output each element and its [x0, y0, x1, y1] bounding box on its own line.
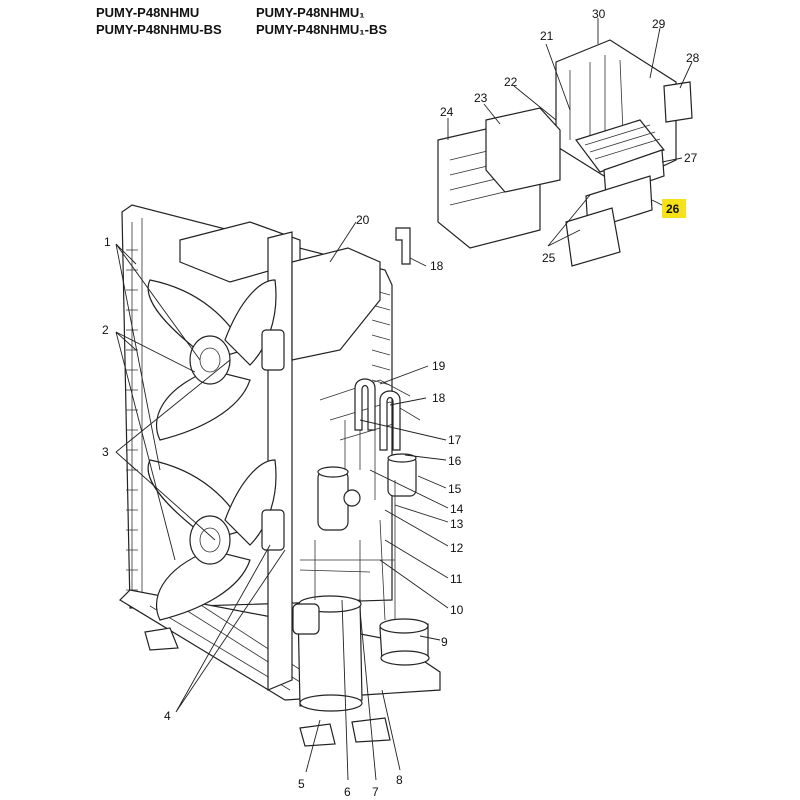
board-case: [485, 107, 561, 193]
coil-tubes-right: [371, 289, 391, 386]
compressor: [292, 595, 363, 712]
compressor-terminal-cover: [292, 603, 320, 635]
coil-tubes: [126, 249, 138, 591]
accumulator: [379, 618, 430, 666]
model-name: PUMY-P48NHMU: [96, 5, 200, 20]
callout-14: 14: [450, 502, 464, 516]
callout-27: 27: [684, 151, 698, 165]
heat-exchanger-fins: [131, 218, 143, 600]
foot-left: [144, 627, 179, 651]
pipe-bend: [354, 378, 376, 431]
callout-3: 3: [102, 445, 109, 459]
propeller-fan-upper: [147, 279, 277, 441]
model-name: PUMY-P48NHMU₁-BS: [256, 22, 388, 37]
oil-separator: [317, 466, 349, 531]
callout-20: 20: [356, 213, 370, 227]
callout-1: 1: [104, 235, 111, 249]
callout-28: 28: [686, 51, 700, 65]
callout-labels: 1 2 3 4 5 6 7 8 9 10 11 12 13 14 15 16 1…: [102, 7, 700, 799]
callout-19: 19: [432, 359, 446, 373]
callout-30: 30: [592, 7, 606, 21]
callout-16: 16: [448, 454, 462, 468]
leader-lines: [115, 18, 693, 781]
callout-29: 29: [652, 17, 666, 31]
callout-2: 2: [102, 323, 109, 337]
model-name: PUMY-P48NHMU-BS: [96, 22, 222, 37]
pipe-bend-2: [379, 390, 401, 451]
callout-15: 15: [448, 482, 462, 496]
callout-13: 13: [450, 517, 464, 531]
valve-coil: [343, 489, 361, 507]
callout-highlight: [662, 199, 686, 218]
callout-6: 6: [344, 785, 351, 799]
fan-motor-lower: [261, 509, 285, 551]
callout-5: 5: [298, 777, 305, 791]
terminal-block: [575, 119, 666, 173]
model-name: PUMY-P48NHMU₁: [256, 5, 365, 20]
foot-front: [299, 723, 336, 747]
callout-18-upper: 18: [430, 259, 444, 273]
callout-4: 4: [164, 709, 171, 723]
callout-23: 23: [474, 91, 488, 105]
model-column-right: PUMY-P48NHMU₁ PUMY-P48NHMU₁-BS: [256, 4, 387, 38]
terminal-lines: [584, 124, 661, 160]
callout-7: 7: [372, 785, 379, 799]
callout-26: 26: [666, 202, 680, 216]
callout-18-lower: 18: [432, 391, 446, 405]
four-way-valve: [387, 453, 417, 497]
sensor-bracket: [395, 227, 411, 265]
model-column-left: PUMY-P48NHMU PUMY-P48NHMU-BS: [96, 4, 222, 38]
reactor: [663, 81, 693, 123]
callout-11: 11: [450, 572, 463, 586]
refrigerant-piping: [299, 379, 421, 621]
cover-plate: [565, 207, 621, 267]
callout-8: 8: [396, 773, 403, 787]
control-box-ribs: [569, 55, 626, 181]
callout-24: 24: [440, 105, 454, 119]
callout-25: 25: [542, 251, 556, 265]
callout-12: 12: [450, 541, 464, 555]
callout-21: 21: [540, 29, 554, 43]
callout-17: 17: [448, 433, 462, 447]
callout-22: 22: [504, 75, 518, 89]
callout-10: 10: [450, 603, 464, 617]
separator-panel: [291, 247, 381, 361]
electrical-box: [437, 39, 693, 267]
fan-motor-upper: [261, 329, 285, 371]
noise-filter-board: [603, 149, 665, 197]
callout-9: 9: [441, 635, 448, 649]
